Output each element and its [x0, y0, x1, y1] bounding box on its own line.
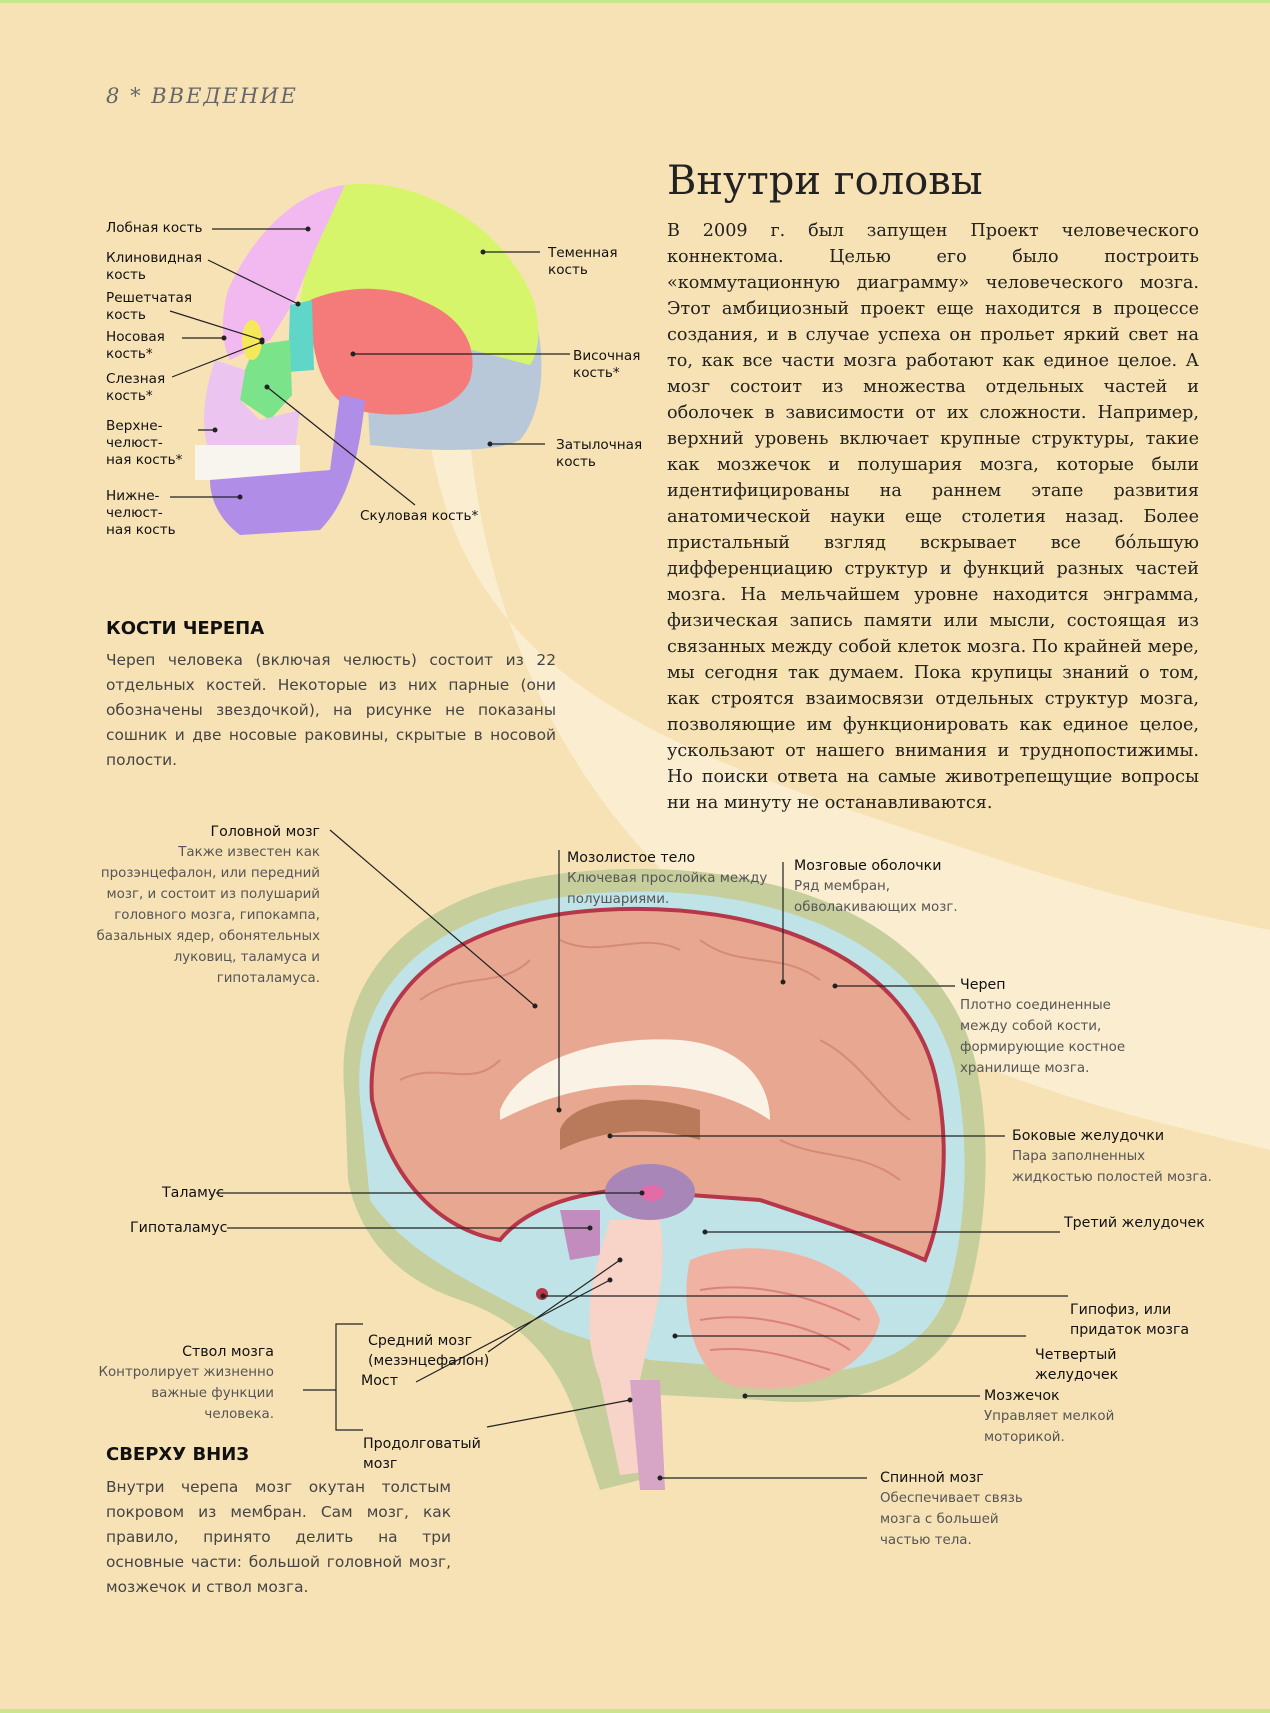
- label-pituitary: Гипофиз, или придаток мозга: [1070, 1302, 1190, 1338]
- skull-section-heading: КОСТИ ЧЕРЕПА: [106, 618, 265, 639]
- label-brainstem: Ствол мозга Контролирует жизненно важные…: [98, 1344, 274, 1422]
- skull-section-text: Череп человека (включая челюсть) состоит…: [106, 651, 556, 769]
- brain-section-text: Внутри черепа мозг окутан толстым покров…: [106, 1478, 451, 1596]
- label-meninges: Мозговые оболочки Ряд мембран, обволакив…: [794, 858, 958, 915]
- label-ethmoid-bone: Решетчатая кость: [106, 290, 193, 323]
- brain-section-heading: СВЕРХУ ВНИЗ: [106, 1444, 250, 1465]
- label-spinal-cord: Спинной мозг Обеспечивает связь мозга с …: [880, 1470, 1023, 1548]
- main-text: В 2009 г. был запущен Проект человеческо…: [667, 221, 1199, 813]
- page-number: 8: [106, 84, 122, 108]
- label-lateral-ventricles: Боковые желудочки Пара заполненных жидко…: [1012, 1128, 1212, 1185]
- label-frontal-bone: Лобная кость: [106, 220, 203, 236]
- label-mandible: Нижне- челюст- ная кость: [106, 488, 176, 538]
- label-skull: Череп Плотно соединенные между собой кос…: [960, 977, 1126, 1076]
- label-maxilla: Верхне- челюст- ная кость*: [106, 418, 183, 468]
- label-sphenoid-bone: Клиновидная кость: [106, 250, 203, 283]
- page-header: 8 * ВВЕДЕНИЕ: [106, 84, 298, 108]
- label-midbrain: Средний мозг (мезэнцефалон): [368, 1333, 490, 1369]
- label-pons: Мост: [361, 1373, 398, 1389]
- label-cerebellum: Мозжечок Управляет мелкой моторикой.: [984, 1388, 1115, 1445]
- label-occipital-bone: Затылочная кость: [556, 437, 643, 470]
- bottom-border: [0, 1709, 1270, 1713]
- page-title: Внутри головы: [667, 158, 983, 204]
- header-separator: *: [130, 84, 143, 108]
- label-cerebrum: Головной мозг Также известен как прозэнц…: [96, 824, 320, 986]
- label-zygomatic-bone: Скуловая кость*: [360, 508, 479, 524]
- label-fourth-ventricle: Четвертый желудочек: [1035, 1347, 1119, 1383]
- label-medulla: Продолговатый мозг: [363, 1436, 481, 1472]
- label-hypothalamus: Гипоталамус: [130, 1220, 228, 1236]
- label-thalamus: Таламус: [162, 1185, 225, 1201]
- label-lacrimal-bone: Слезная кость*: [106, 371, 166, 404]
- label-nasal-bone: Носовая кость*: [106, 329, 165, 362]
- label-temporal-bone: Височная кость*: [573, 348, 641, 381]
- top-border: [0, 0, 1270, 3]
- label-parietal-bone: Теменная кость: [548, 245, 618, 278]
- header-section: ВВЕДЕНИЕ: [151, 84, 298, 108]
- label-third-ventricle: Третий желудочек: [1064, 1215, 1205, 1231]
- label-corpus-callosum: Мозолистое тело Ключевая прослойка между…: [567, 850, 768, 907]
